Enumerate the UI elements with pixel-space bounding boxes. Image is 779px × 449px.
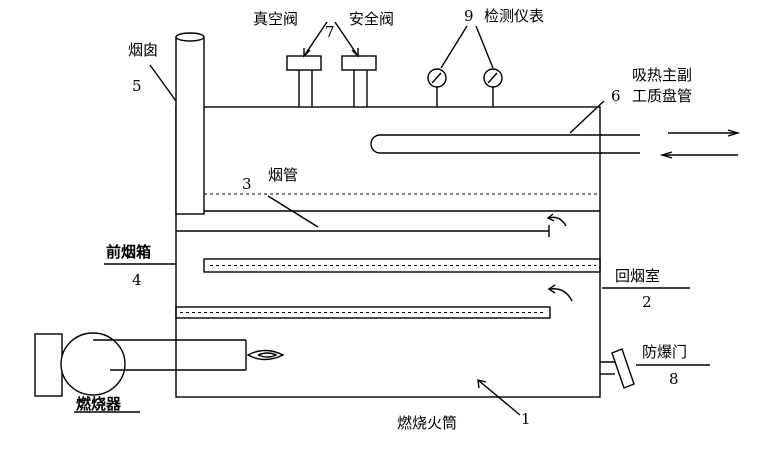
flow-out-arrowhead xyxy=(727,129,741,137)
gauge-needle xyxy=(487,72,498,84)
leader-9-left xyxy=(440,25,468,69)
gauge-needle xyxy=(431,72,442,84)
leader-7-vacuum xyxy=(303,21,328,57)
chimney xyxy=(175,36,205,215)
leader-5 xyxy=(149,64,177,102)
label-instruments: 检测仪表 xyxy=(484,7,544,25)
flow-curve-arrow xyxy=(549,288,573,302)
leader-7-arrowhead xyxy=(351,48,359,58)
label-coil-line1: 吸热主副 xyxy=(632,66,692,84)
flame-icon xyxy=(246,349,285,361)
leader-9-right xyxy=(475,25,494,69)
flow-in-arrowhead xyxy=(659,151,673,159)
leader-1-arrowhead xyxy=(477,379,487,389)
label-num-9: 9 xyxy=(464,7,474,25)
label-num-3: 3 xyxy=(242,175,252,193)
label-front-box: 前烟箱 xyxy=(106,243,151,261)
burner-fan xyxy=(60,332,126,396)
flue-tube-lower xyxy=(175,306,551,319)
coil-tube-cover xyxy=(602,133,640,155)
label-num-6: 6 xyxy=(611,87,621,105)
label-num-4: 4 xyxy=(132,271,142,289)
label-num-1: 1 xyxy=(521,410,531,428)
label-num-8: 8 xyxy=(669,370,679,388)
explosion-door-flap xyxy=(611,348,635,389)
label-coil-line2: 工质盘管 xyxy=(632,87,692,105)
leader-1 xyxy=(477,379,521,416)
vacuum-valve-body xyxy=(286,55,322,71)
flow-curve-arrow xyxy=(548,216,567,227)
leader-7-safety xyxy=(334,21,359,57)
label-safety-valve: 安全阀 xyxy=(349,10,394,28)
label-chimney: 烟囱 xyxy=(128,41,158,59)
flame-inner xyxy=(257,352,278,358)
burner-body xyxy=(34,333,63,397)
flow-curve-arrowhead xyxy=(546,213,555,222)
leader-7-arrowhead xyxy=(303,48,311,58)
label-num-7: 7 xyxy=(325,23,335,41)
label-burner: 燃烧器 xyxy=(76,395,122,413)
boiler-shell xyxy=(175,106,601,398)
label-rear-chamber: 回烟室 xyxy=(615,267,660,285)
leader-6 xyxy=(569,100,605,134)
flow-curve-arrowhead xyxy=(547,284,556,294)
safety-valve-body xyxy=(341,55,377,71)
label-furnace: 燃烧火筒 xyxy=(397,414,457,432)
label-vacuum-valve: 真空阀 xyxy=(253,10,298,28)
flue-tube-upper xyxy=(203,258,601,273)
label-explosion-door: 防爆门 xyxy=(642,343,687,361)
leader-3 xyxy=(267,195,319,228)
coil-tube xyxy=(370,134,640,154)
label-num-2: 2 xyxy=(642,293,652,311)
chimney-top xyxy=(175,32,205,42)
label-num-5: 5 xyxy=(132,77,142,95)
label-smoke-tube: 烟管 xyxy=(268,166,298,184)
